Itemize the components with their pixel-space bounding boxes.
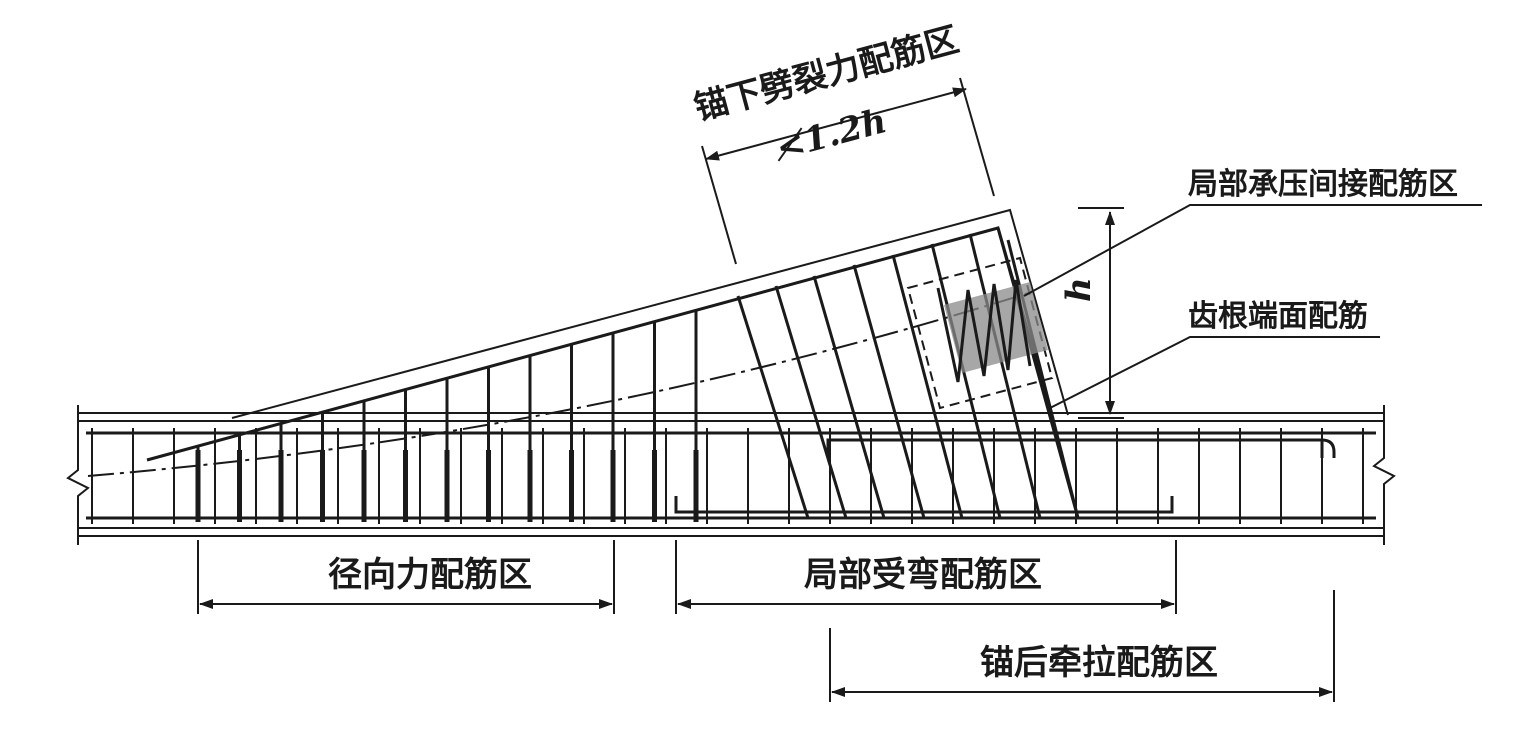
radial-force-dimension (197, 540, 615, 614)
leader-tooth-root (1049, 336, 1380, 409)
splitting-dimension-line (705, 87, 967, 161)
local-bending-u-bar (674, 496, 1174, 514)
height-label: h (1059, 277, 1099, 302)
radial-force-label: 径向力配筋区 (328, 555, 532, 595)
anchor-tooth (146, 208, 1069, 462)
splitting-bar (852, 264, 926, 519)
rear-tension-dimension (829, 590, 1335, 702)
splitting-bar (968, 233, 1042, 519)
rear-tension-bar-hook (1321, 438, 1336, 458)
tooth-root-label: 齿根端面配筋 (1188, 299, 1368, 334)
left-break-line (66, 405, 90, 545)
splitting-length-label: ≮1.2h (770, 101, 891, 169)
splitting-dimension (701, 77, 995, 265)
splitting-zone-label: 锚下劈裂力配筋区 (690, 20, 963, 129)
splitting-extension-left (701, 145, 737, 265)
leader-local-bearing (1023, 204, 1482, 297)
right-break-line (1372, 405, 1396, 545)
tendon-centerline (87, 291, 1033, 477)
rear-tension-bar (826, 438, 1324, 458)
slab-stirrups (91, 428, 1364, 524)
local-bending-dimension (675, 540, 1177, 614)
splitting-bar (891, 254, 964, 519)
local-bearing-zone (906, 256, 1054, 410)
splitting-bar (930, 243, 1002, 519)
local-bearing-label: 局部承压间接配筋区 (1188, 167, 1458, 202)
splitting-bar (774, 285, 848, 519)
tooth-rebars (195, 227, 1080, 522)
spiral-reinforcement (936, 279, 1032, 383)
tooth-outer-outline (231, 208, 1069, 419)
height-dimension (1078, 207, 1124, 419)
splitting-bar (812, 275, 886, 519)
local-bending-label: 局部受弯配筋区 (804, 555, 1042, 595)
splitting-extension-right (959, 77, 995, 197)
rear-tension-label: 锚后牵拉配筋区 (980, 643, 1218, 683)
bearing-zone-dashed-box (906, 256, 1054, 410)
splitting-bar (736, 295, 810, 519)
